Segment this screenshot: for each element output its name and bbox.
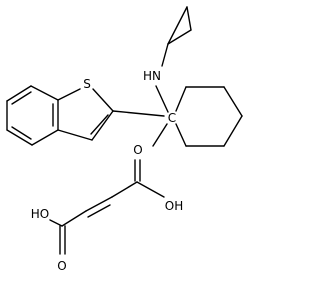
benzene-double-bond (11, 91, 32, 105)
nitrogen-carbon-bond (155, 85, 169, 113)
fumaric-acid: HO OH O O (31, 143, 183, 273)
alkene-bond (85, 196, 113, 212)
benzene-bond (31, 129, 59, 146)
thiophene-bond (57, 129, 93, 141)
methyl-bond (152, 123, 168, 147)
alkene-double-bond (87, 204, 111, 218)
thiophene-double-bond (90, 114, 109, 135)
structure-drawing: HN S C (6, 6, 243, 273)
right-carbonyl-oxygen-label: O (133, 143, 142, 157)
left-hydroxyl-label: HO (31, 207, 49, 221)
benzene-bond (6, 129, 33, 146)
thiophene-bond (57, 88, 81, 101)
cyclohexane-ring (175, 86, 243, 147)
cyclohexane-bond (175, 123, 187, 147)
thiophene-ring (57, 88, 114, 141)
backbone-bond (111, 181, 138, 198)
cyclohexane-bond (175, 86, 187, 112)
cyclopropyl-bond (167, 6, 188, 45)
thiophene-bond (92, 88, 114, 112)
chemical-structure-canvas: HN S C (6, 6, 243, 273)
cyclopropyl-bond (186, 6, 192, 31)
left-hydroxyl-bond (49, 219, 63, 227)
cyclohexane-bond (223, 115, 243, 147)
left-carbonyl-oxygen-label: O (57, 259, 66, 273)
right-hydroxyl-bond (136, 181, 165, 198)
backbone-bond (61, 210, 87, 227)
sulfur-label: S (83, 77, 91, 91)
cyclopropyl-bond (167, 29, 192, 45)
right-hydroxyl-label: OH (165, 199, 183, 213)
amine-label: HN (143, 69, 161, 83)
benzene-ring (6, 85, 59, 146)
benzene-double-bond (11, 126, 32, 140)
cyclohexane-bond (223, 86, 243, 117)
cyclopropyl-nitrogen-bond (161, 43, 169, 67)
cyclopropyl-ring (167, 6, 192, 45)
benzene-bond (30, 85, 59, 101)
quaternary-carbon-label: C (168, 111, 176, 125)
thiophene-bond (91, 110, 114, 141)
aryl-carbon-bond (112, 110, 165, 117)
benzene-bond (6, 85, 32, 102)
